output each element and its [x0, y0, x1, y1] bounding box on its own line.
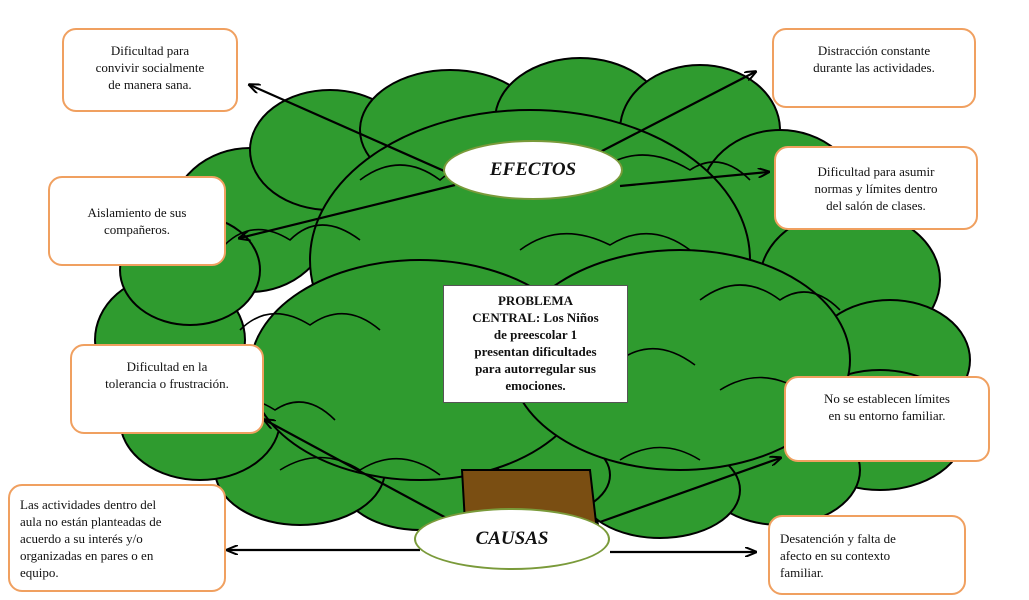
cause-box-tolerancia: Dificultad en la tolerancia o frustració… — [70, 344, 264, 434]
arrow-cause-tolerancia — [265, 420, 451, 521]
arrow-effect-convivir — [250, 85, 461, 180]
effects-oval: EFECTOS — [443, 140, 623, 200]
effect-text-distraccion: Distracción constante durante las activi… — [813, 43, 935, 75]
effect-text-convivir: Dificultad para convivir socialmente de … — [95, 43, 205, 92]
foliage-detail-lines — [199, 154, 841, 476]
effect-box-aislamiento: Aislamiento de sus compañeros. — [48, 176, 226, 266]
arrow-cause-limites — [599, 458, 780, 524]
effect-text-normas: Dificultad para asumir normas y límites … — [814, 163, 938, 213]
effects-label: EFECTOS — [489, 159, 577, 180]
causes-oval: CAUSAS — [414, 508, 610, 570]
central-problem-text: PROBLEMA CENTRAL: Los Niños de preescola… — [472, 293, 599, 393]
arrow-effect-normas — [619, 172, 768, 188]
central-problem-box: PROBLEMA CENTRAL: Los Niños de preescola… — [443, 285, 628, 403]
arrow-effect-aislamiento — [240, 183, 456, 238]
cause-box-desatencion: Desatención y falta de afecto en su cont… — [768, 515, 966, 595]
diagram-arrows — [228, 72, 780, 552]
cause-text-tolerancia: Dificultad en la tolerancia o frustració… — [105, 359, 229, 391]
cause-text-actividades: Las actividades dentro del aula no están… — [20, 496, 162, 580]
cause-text-limites: No se establecen límites en su entorno f… — [824, 391, 950, 423]
arrow-effect-distraccion — [599, 72, 755, 153]
causes-label: CAUSAS — [475, 528, 549, 549]
effect-box-convivir: Dificultad para convivir socialmente de … — [62, 28, 238, 112]
effect-box-normas: Dificultad para asumir normas y límites … — [774, 146, 978, 230]
effect-box-distraccion: Distracción constante durante las activi… — [772, 28, 976, 108]
cause-box-limites: No se establecen límites en su entorno f… — [784, 376, 990, 462]
cause-text-desatencion: Desatención y falta de afecto en su cont… — [780, 530, 896, 580]
cause-box-actividades: Las actividades dentro del aula no están… — [8, 484, 226, 592]
effect-text-aislamiento: Aislamiento de sus compañeros. — [87, 205, 187, 237]
